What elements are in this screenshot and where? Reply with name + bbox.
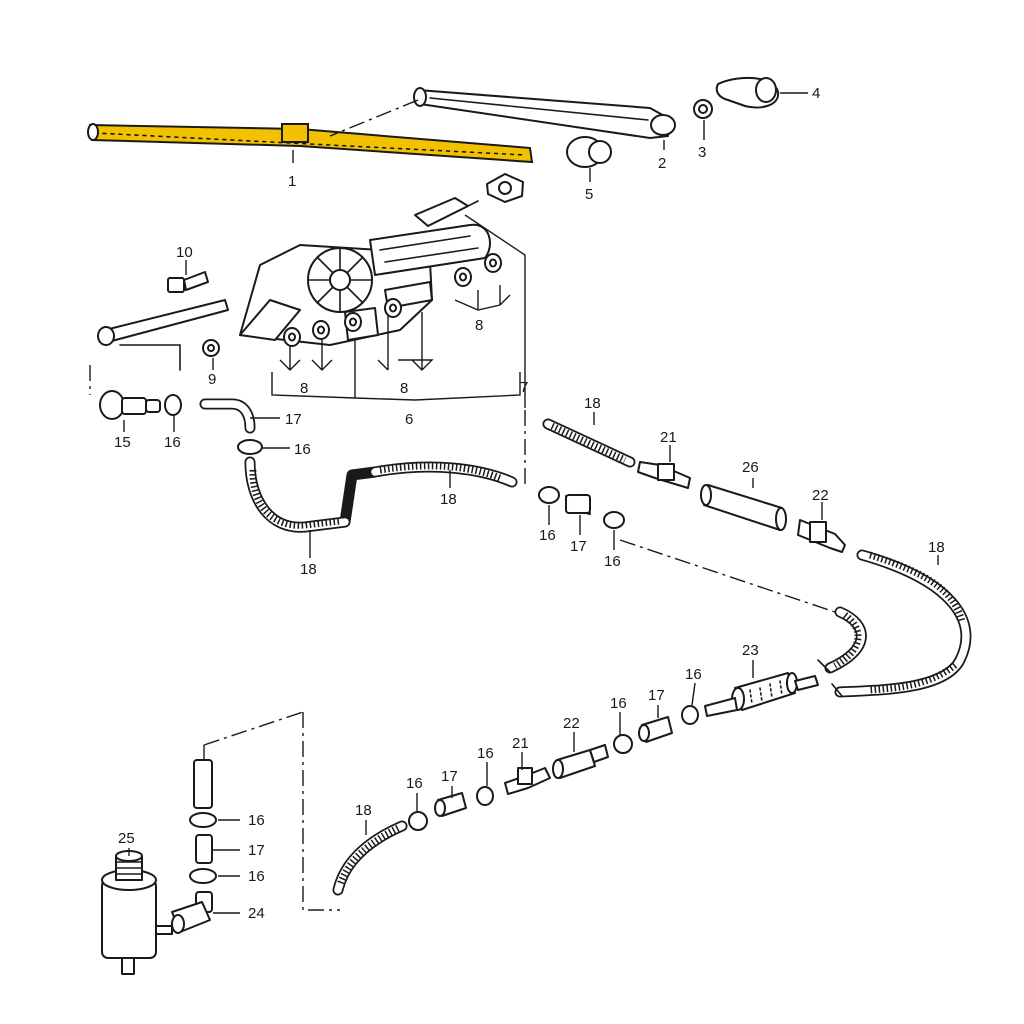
- part-23-check-valve[interactable]: [704, 672, 819, 717]
- part-16-clamp-b[interactable]: [237, 439, 263, 455]
- label-8a: 8: [300, 380, 308, 397]
- label-26: 26: [742, 459, 759, 476]
- label-24: 24: [248, 905, 265, 922]
- label-1: 1: [288, 173, 296, 190]
- part-18-hose-upper[interactable]: [244, 456, 518, 533]
- part-18-hose-lower[interactable]: [332, 820, 408, 896]
- label-2: 2: [658, 155, 666, 172]
- part-16-clamp-f[interactable]: [613, 734, 633, 754]
- part-16-clamp-e[interactable]: [681, 705, 699, 725]
- part-4-cap[interactable]: [715, 76, 780, 109]
- part-1-wiper-blade[interactable]: [87, 123, 534, 164]
- label-7: 7: [520, 379, 528, 396]
- label-16-f: 16: [610, 695, 627, 712]
- part-17-connector-e[interactable]: [638, 716, 673, 743]
- label-18-c: 18: [584, 395, 601, 412]
- label-16-g: 16: [477, 745, 494, 762]
- part-17-connector-mid[interactable]: [565, 494, 591, 515]
- part-18-hose-right[interactable]: [834, 549, 972, 698]
- part-26-filter[interactable]: [700, 484, 787, 531]
- label-4: 4: [812, 85, 820, 102]
- part-24-elbow-connector[interactable]: [171, 891, 213, 934]
- part-15-nozzle-connector[interactable]: [99, 390, 161, 420]
- part-22-connector-lower[interactable]: [552, 744, 609, 779]
- label-10: 10: [176, 244, 193, 261]
- part-22-connector-upper[interactable]: [797, 519, 846, 553]
- part-18-hose-top[interactable]: [542, 418, 636, 468]
- part-5-bushing[interactable]: [566, 136, 612, 168]
- label-16-c: 16: [539, 527, 556, 544]
- label-5: 5: [585, 186, 593, 203]
- label-16-a: 16: [164, 434, 181, 451]
- label-15: 15: [114, 434, 131, 451]
- part-16-clamp-d[interactable]: [603, 511, 625, 529]
- part-18-hose-bend[interactable]: [824, 606, 867, 674]
- part-17-connector-vertical-mid[interactable]: [195, 834, 213, 864]
- part-6-washer[interactable]: [486, 173, 524, 203]
- part-16-clamp-g[interactable]: [476, 786, 494, 806]
- part-16-clamp-i[interactable]: [189, 812, 217, 828]
- part-25-washer-pump[interactable]: [101, 850, 173, 975]
- label-22-a: 22: [812, 487, 829, 504]
- label-16-e: 16: [685, 666, 702, 683]
- label-16-b: 16: [294, 441, 311, 458]
- part-7-wiper-motor[interactable]: [239, 223, 491, 346]
- label-18-e: 18: [355, 802, 372, 819]
- label-6: 6: [405, 411, 413, 428]
- label-21-b: 21: [512, 735, 529, 752]
- label-23: 23: [742, 642, 759, 659]
- label-21-a: 21: [660, 429, 677, 446]
- label-9: 9: [208, 371, 216, 388]
- label-17-c: 17: [648, 687, 665, 704]
- part-8-grommets[interactable]: [283, 253, 502, 347]
- part-16-clamp-a[interactable]: [164, 394, 182, 416]
- label-16-d: 16: [604, 553, 621, 570]
- label-18-d: 18: [928, 539, 945, 556]
- label-16-j: 16: [248, 868, 265, 885]
- label-25: 25: [118, 830, 135, 847]
- label-22-b: 22: [563, 715, 580, 732]
- part-16-clamp-h[interactable]: [408, 811, 428, 831]
- label-16-h: 16: [406, 775, 423, 792]
- part-17-connector-vertical-top[interactable]: [193, 759, 213, 809]
- label-17-b: 17: [570, 538, 587, 555]
- label-3: 3: [698, 144, 706, 161]
- part-21-tee-lower[interactable]: [504, 767, 551, 795]
- part-10-bolt[interactable]: [167, 271, 209, 293]
- label-17-a: 17: [285, 411, 302, 428]
- label-8b: 8: [400, 380, 408, 397]
- part-21-tee-upper[interactable]: [637, 461, 691, 489]
- part-17-connector-g[interactable]: [434, 792, 467, 817]
- label-16-i: 16: [248, 812, 265, 829]
- part-3-nut[interactable]: [693, 99, 713, 119]
- part-2-wiper-arm[interactable]: [413, 87, 676, 139]
- part-16-clamp-j[interactable]: [189, 868, 217, 884]
- label-8c: 8: [475, 317, 483, 334]
- mounting-rod: [97, 299, 229, 371]
- label-18-a: 18: [440, 491, 457, 508]
- label-17-d: 17: [441, 768, 458, 785]
- label-18-b: 18: [300, 561, 317, 578]
- part-9-nut[interactable]: [202, 339, 220, 357]
- wiper-spindle: [414, 197, 479, 227]
- label-17-e: 17: [248, 842, 265, 859]
- part-17-hose-elbow[interactable]: [199, 398, 256, 434]
- part-16-clamp-c[interactable]: [538, 486, 560, 504]
